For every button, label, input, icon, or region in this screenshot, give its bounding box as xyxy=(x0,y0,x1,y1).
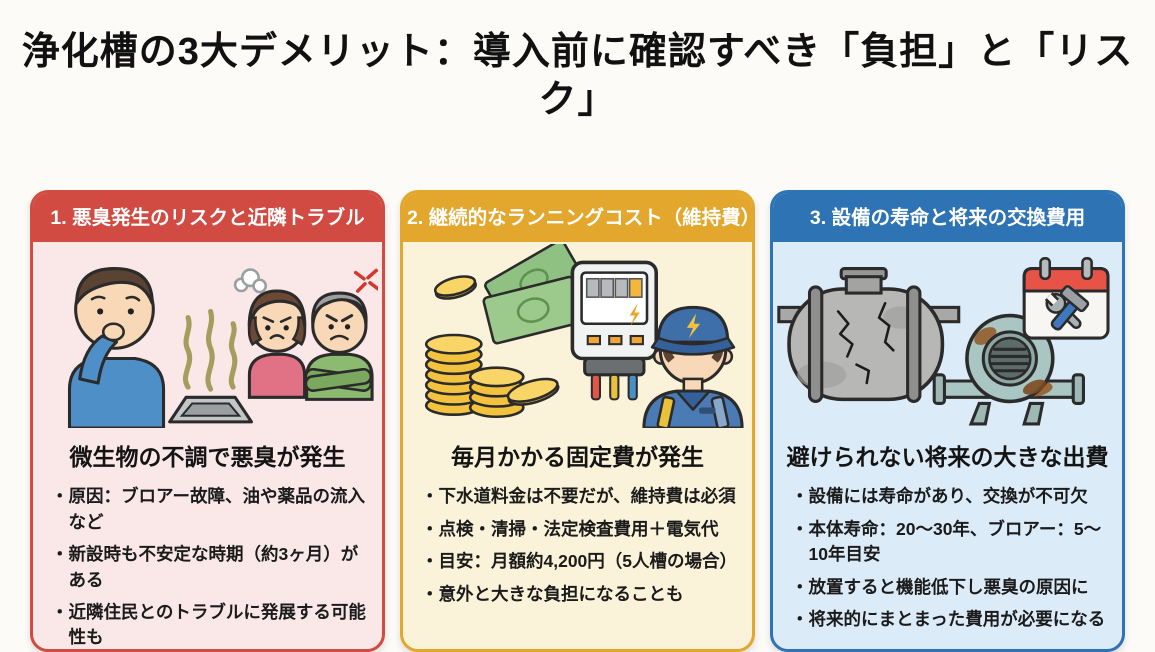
bullet-item: 設備には寿命があり、交換が不可欠 xyxy=(791,484,1108,509)
card-odor-risk: 1. 悪臭発生のリスクと近隣トラブル xyxy=(30,190,385,652)
man-pinching-nose-illustration xyxy=(67,267,166,429)
card-2-header: 2. 継続的なランニングコスト（維持費） xyxy=(403,193,752,243)
drain-odor-illustration xyxy=(168,309,253,424)
card-2-subtitle: 毎月かかる固定費が発生 xyxy=(451,444,704,471)
cards-row: 1. 悪臭発生のリスクと近隣トラブル xyxy=(0,190,1155,652)
bullet-item: 将来的にまとまった費用が必要になる xyxy=(791,607,1108,632)
bullet-item: 新設時も不安定な時期（約3ヶ月）がある xyxy=(51,542,368,593)
card-1-illustration xyxy=(33,242,382,429)
card-1-header: 1. 悪臭発生のリスクと近隣トラブル xyxy=(33,193,382,243)
bullet-item: 放置すると機能低下し悪臭の原因に xyxy=(791,575,1108,600)
hammer-icon xyxy=(1050,285,1090,331)
bullet-item: 点検・清掃・法定検査費用＋電気代 xyxy=(421,517,738,542)
coins-illustration xyxy=(424,275,560,419)
angry-old-man-illustration xyxy=(304,269,378,402)
huff-symbol xyxy=(233,268,268,294)
electric-meter-illustration xyxy=(570,261,658,401)
card-running-cost: 2. 継続的なランニングコスト（維持費） xyxy=(400,190,755,652)
bullet-item: 意外と大きな負担になることも xyxy=(421,582,738,607)
bullet-item: 目安：月額約4,200円（5人槽の場合） xyxy=(421,549,738,574)
card-3-bullet-list: 設備には寿命があり、交換が不可欠本体寿命：20〜30年、ブロアー：5〜10年目安… xyxy=(773,484,1122,639)
bullet-item: 原因：ブロアー故障、油や薬品の流入など xyxy=(51,484,368,535)
maintenance-calendar-icon xyxy=(1022,257,1110,340)
card-1-subtitle: 微生物の不調で悪臭が発生 xyxy=(69,444,346,471)
angry-woman-illustration xyxy=(233,268,307,400)
card-replacement-cost: 3. 設備の寿命と将来の交換費用 xyxy=(770,190,1125,652)
card-3-header: 3. 設備の寿命と将来の交換費用 xyxy=(773,193,1122,243)
bullet-item: 下水道料金は不要だが、維持費は必須 xyxy=(421,484,738,509)
card-3-subtitle: 避けられない将来の大きな出費 xyxy=(786,444,1109,471)
card-3-illustration xyxy=(773,242,1122,428)
bullet-item: 本体寿命：20〜30年、ブロアー：5〜10年目安 xyxy=(791,517,1108,568)
card-2-bullet-list: 下水道料金は不要だが、維持費は必須点検・清掃・法定検査費用＋電気代目安：月額約4… xyxy=(403,484,752,614)
card-1-bullet-list: 原因：ブロアー故障、油や薬品の流入など新設時も不安定な時期（約3ヶ月）がある近隣… xyxy=(33,484,382,649)
anger-mark-icon xyxy=(353,269,378,294)
banknotes-illustration xyxy=(482,244,584,345)
worker-illustration xyxy=(642,306,744,429)
page-title: 浄化槽の3大デメリット：導入前に確認すべき「負担」と「リスク」 xyxy=(21,31,1134,121)
card-2-illustration xyxy=(403,242,752,429)
bullet-item: 近隣住民とのトラブルに発展する可能性も xyxy=(51,600,368,649)
septic-tank-illustration xyxy=(777,267,961,404)
